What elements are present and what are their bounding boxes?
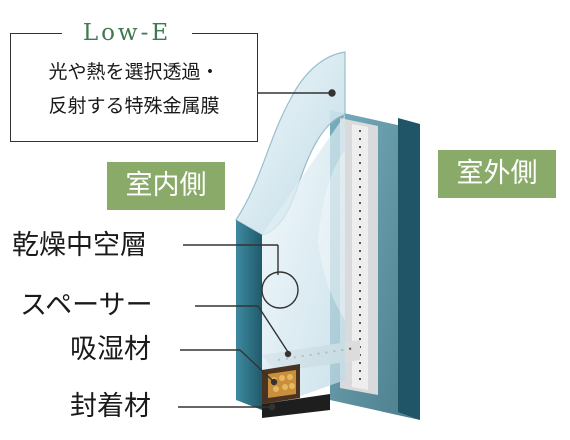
desiccant-label: 吸湿材 — [70, 334, 151, 365]
spacer-frame — [262, 118, 378, 395]
indoor-side-label: 室内側 — [107, 162, 225, 210]
inner-glass-pane — [235, 51, 346, 410]
sealant-label: 封着材 — [70, 391, 151, 422]
desiccant-block — [262, 364, 300, 404]
lowe-title: Low-E — [62, 18, 192, 48]
leader-dry-air-circle — [261, 271, 299, 309]
lowe-description-line1: 光や熱を選択透過・ — [48, 61, 220, 83]
spacer-label: スペーサー — [20, 290, 153, 321]
leader-lines — [178, 89, 336, 411]
dry-air-layer-label: 乾燥中空層 — [12, 230, 147, 261]
lowe-callout-box — [10, 33, 258, 142]
outdoor-side-label: 室外側 — [438, 150, 556, 198]
sealant-strip — [262, 394, 330, 418]
lowe-description-line2: 反射する特殊金属膜 — [48, 95, 220, 117]
leader-lowe-dot — [328, 89, 336, 97]
